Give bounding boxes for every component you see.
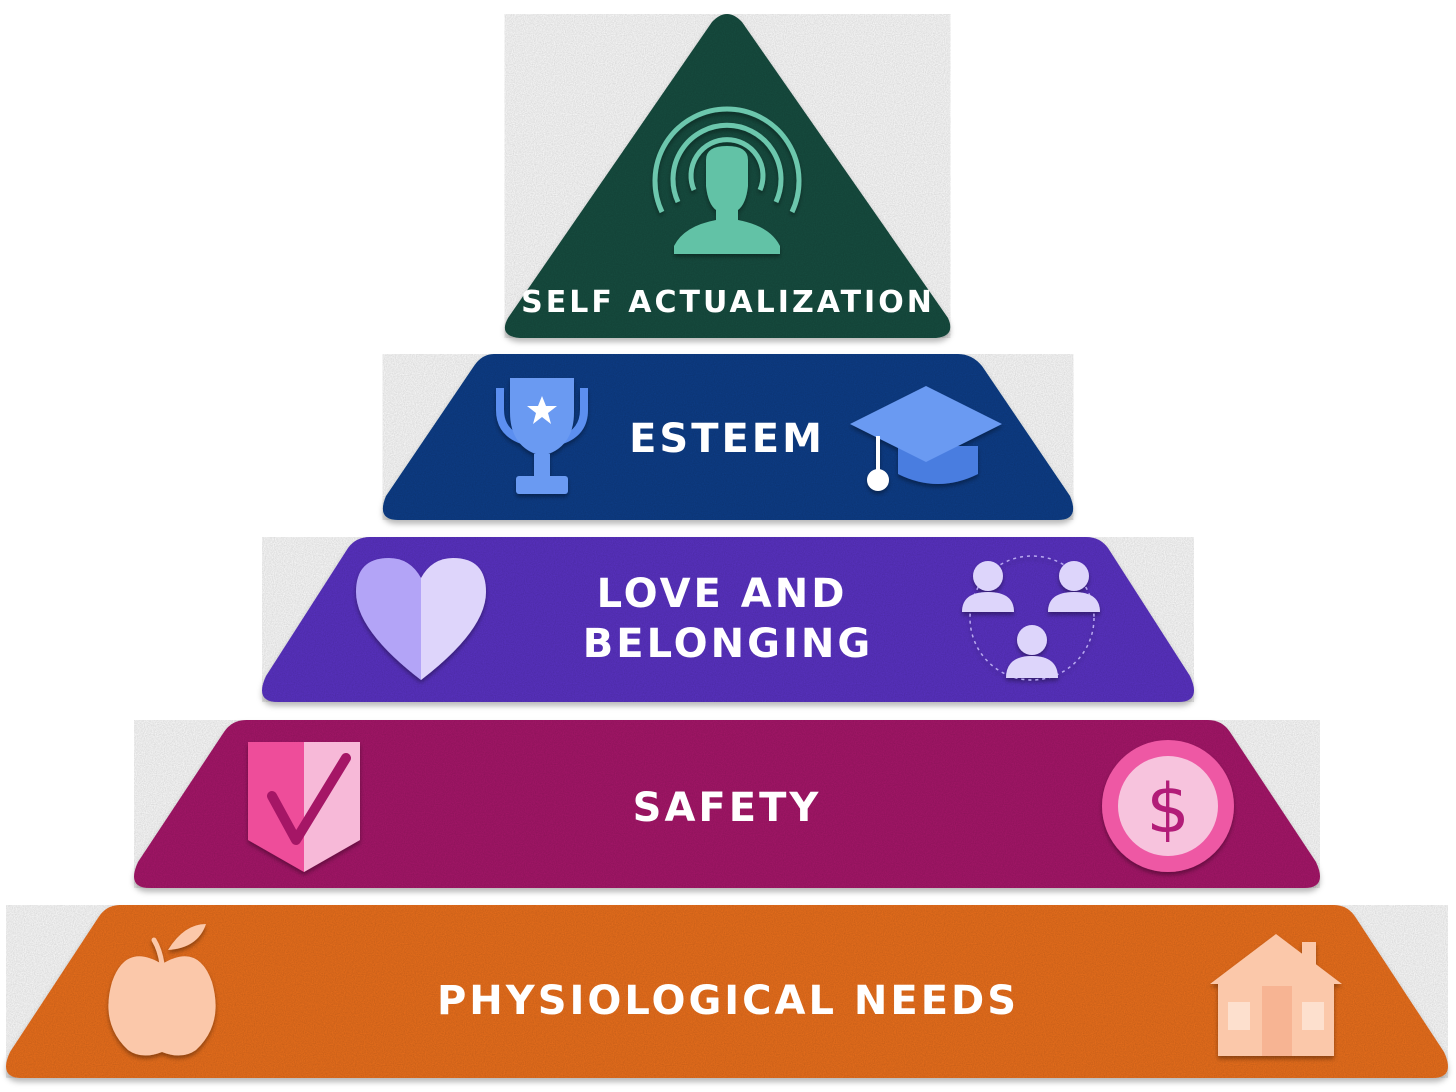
tier-label-love-and-belonging-line1: LOVE AND	[597, 571, 848, 617]
tier-label-self-actualization: SELF ACTUALIZATION	[521, 285, 935, 320]
people-group-icon	[962, 555, 1100, 681]
trophy-icon	[496, 378, 588, 494]
tier-physiological-needs: PHYSIOLOGICAL NEEDS	[6, 905, 1448, 1078]
house-icon	[1210, 934, 1342, 1056]
tier-label-physiological-needs: PHYSIOLOGICAL NEEDS	[437, 978, 1019, 1024]
tier-label-esteem: ESTEEM	[629, 416, 825, 462]
svg-text:$: $	[1146, 770, 1189, 849]
dollar-coin-icon: $	[1102, 740, 1234, 872]
tier-label-love-and-belonging-line2: BELONGING	[583, 621, 873, 667]
tier-safety: $ SAFETY	[134, 720, 1320, 888]
shield-check-icon	[248, 742, 360, 872]
person-radiating-icon	[652, 106, 802, 254]
apple-icon	[108, 924, 216, 1056]
tier-love-and-belonging: LOVE AND BELONGING	[262, 537, 1194, 702]
heart-icon	[356, 558, 486, 680]
tier-label-safety: SAFETY	[633, 785, 822, 831]
graduation-cap-icon	[850, 386, 1002, 491]
tier-self-actualization: SELF ACTUALIZATION	[504, 14, 951, 338]
tier-esteem: ESTEEM	[382, 354, 1074, 520]
